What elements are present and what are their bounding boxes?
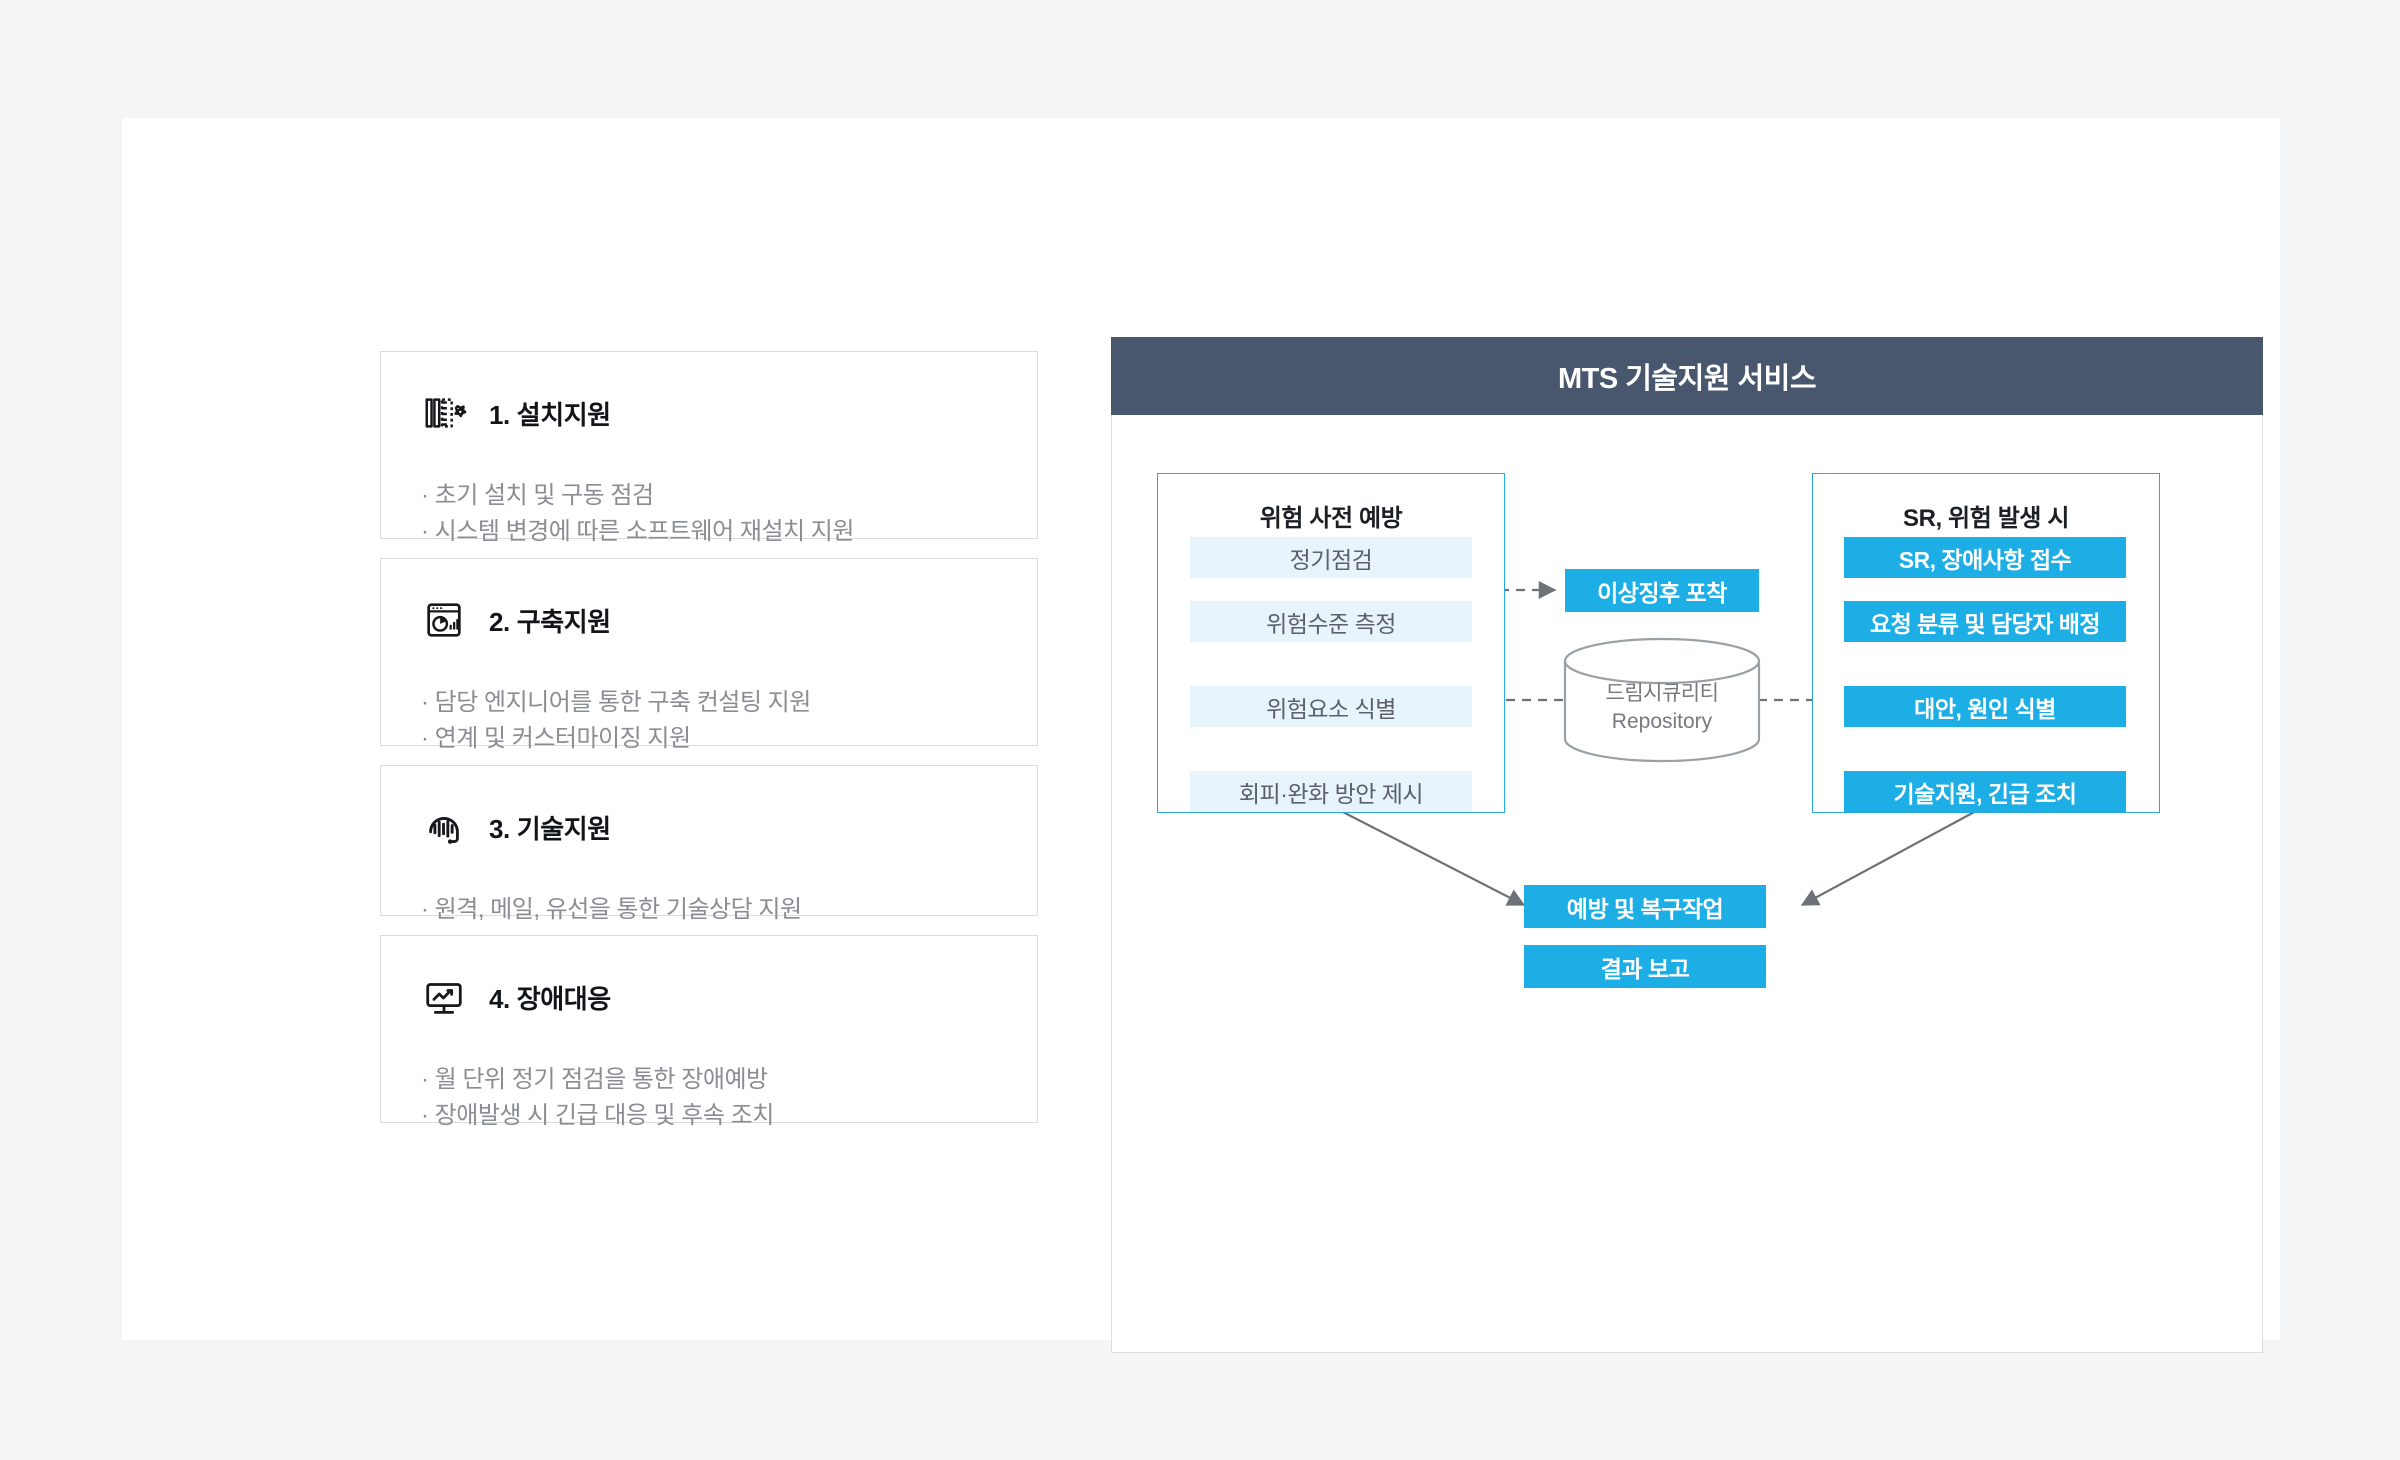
step-left-1[interactable]: 정기점검 [1190, 537, 1472, 578]
card-body: · 초기 설치 및 구동 점검 · 시스템 변경에 따른 소프트웨어 재설치 지… [421, 478, 997, 551]
service-card-4[interactable]: 4. 장애대응 · 월 단위 정기 점검을 통한 장애예방 · 장애발생 시 긴… [380, 935, 1038, 1129]
card-bullet: · 원격, 메일, 유선을 통한 기술상담 지원 [421, 896, 802, 923]
card-bullet: · 월 단위 정기 점검을 통한 장애예방 [421, 1066, 768, 1093]
card-bullet: · 초기 설치 및 구동 점검 [421, 482, 654, 509]
repository-cylinder [1563, 637, 1761, 763]
group-title-incident: SR, 위험 발생 시 [1902, 505, 2069, 532]
card-title: 2. 구축지원 [489, 606, 611, 637]
card-header: 3. 기술지원 [421, 804, 997, 850]
card-body: · 담당 엔지니어를 통한 구축 컨설팅 지원 · 연계 및 커스터마이징 지원 [421, 685, 997, 758]
diagram-header: MTS 기술지원 서비스 [1111, 337, 2263, 415]
arrow-left-to-outcome [1338, 809, 1526, 906]
dashboard-window-icon [427, 603, 461, 637]
card-bullet: · 장애발생 시 긴급 대응 및 후속 조치 [421, 1102, 774, 1130]
step-right-3[interactable]: 대안, 원인 식별 [1844, 686, 2126, 727]
card-bullet: · 시스템 변경에 따른 소프트웨어 재설치 지원 [421, 518, 854, 546]
card-title: 1. 설치지원 [489, 399, 611, 430]
service-card-2[interactable]: 2. 구축지원 · 담당 엔지니어를 통한 구축 컨설팅 지원 · 연계 및 커… [380, 558, 1038, 752]
step-right-4[interactable]: 기술지원, 긴급 조치 [1844, 771, 2126, 812]
card-body: · 원격, 메일, 유선을 통한 기술상담 지원 [421, 892, 997, 928]
service-card-list: 1. 설치지원 · 초기 설치 및 구동 점검 · 시스템 변경에 따른 소프트… [380, 351, 1038, 1142]
card-bullet: · 담당 엔지니어를 통한 구축 컨설팅 지원 [421, 689, 811, 716]
step-right-1[interactable]: SR, 장애사항 접수 [1844, 537, 2126, 578]
diagram-panel: MTS 기술지원 서비스 [1111, 337, 2263, 1353]
step-left-4[interactable]: 회피·완화 방안 제시 [1190, 771, 1472, 812]
group-box-prevention: 위험 사전 예방 [1157, 473, 1505, 813]
ruler-gear-icon [425, 398, 467, 428]
arrow-right-to-outcome [1800, 809, 1979, 906]
diagram-title: MTS 기술지원 서비스 [1557, 363, 1817, 395]
card-body: · 월 단위 정기 점검을 통한 장애예방 · 장애발생 시 긴급 대응 및 후… [421, 1062, 997, 1135]
headset-icon [429, 816, 459, 844]
card-title: 3. 기술지원 [489, 813, 611, 844]
step-left-3[interactable]: 위험요소 식별 [1190, 686, 1472, 727]
group-box-incident: SR, 위험 발생 시 [1812, 473, 2160, 813]
outcome-box-report[interactable]: 결과 보고 [1524, 945, 1766, 988]
card-header: 4. 장애대응 [421, 974, 997, 1020]
step-left-2[interactable]: 위험수준 측정 [1190, 601, 1472, 642]
content-panel: 1. 설치지원 · 초기 설치 및 구동 점검 · 시스템 변경에 따른 소프트… [122, 118, 2280, 1353]
step-right-2[interactable]: 요청 분류 및 담당자 배정 [1844, 601, 2126, 642]
group-title-prevention: 위험 사전 예방 [1259, 505, 1403, 532]
card-title: 4. 장애대응 [489, 983, 611, 1014]
card-header: 2. 구축지원 [421, 597, 997, 643]
card-header: 1. 설치지원 [421, 390, 997, 436]
anomaly-detection-box[interactable]: 이상징후 포착 [1565, 569, 1759, 612]
service-card-1[interactable]: 1. 설치지원 · 초기 설치 및 구동 점검 · 시스템 변경에 따른 소프트… [380, 351, 1038, 545]
card-bullet: · 연계 및 커스터마이징 지원 [421, 725, 691, 753]
monitor-chart-icon [426, 983, 462, 1014]
outcome-box-recovery[interactable]: 예방 및 복구작업 [1524, 885, 1766, 928]
service-card-3[interactable]: 3. 기술지원 · 원격, 메일, 유선을 통한 기술상담 지원 [380, 765, 1038, 923]
diagram-canvas: 위험 사전 예방 정기점검 위험수준 측정 위험요소 식별 회피·완화 방안 제… [1112, 415, 2262, 1351]
